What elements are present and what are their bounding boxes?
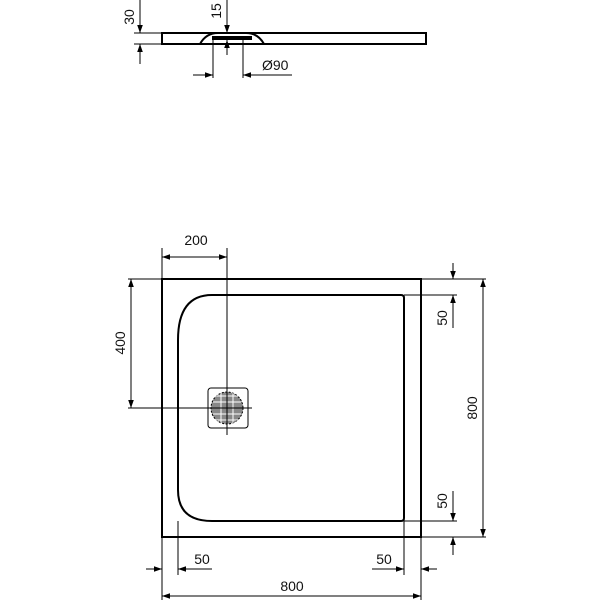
drain-side-profile [199,32,265,45]
drain-offset-y-label: 400 [112,331,128,355]
plan-view: 200 400 50 50 800 50 50 [112,232,486,600]
side-view: 30 15 Ø90 [121,0,427,78]
tray-side-profile [161,32,427,45]
drain-offset-x-label: 200 [184,232,208,248]
top-rim-label: 50 [434,310,450,326]
tray-basin-outline [177,294,405,522]
overall-width-label: 800 [280,578,304,594]
height-dimension-label: 30 [121,9,137,25]
drain-depth-label: 15 [208,3,224,19]
left-rim-label: 50 [194,551,210,567]
drain-diameter-label: Ø90 [262,57,289,73]
right-rim-label: 50 [376,551,392,567]
bottom-rim-label: 50 [434,493,450,509]
overall-depth-label: 800 [464,396,480,420]
